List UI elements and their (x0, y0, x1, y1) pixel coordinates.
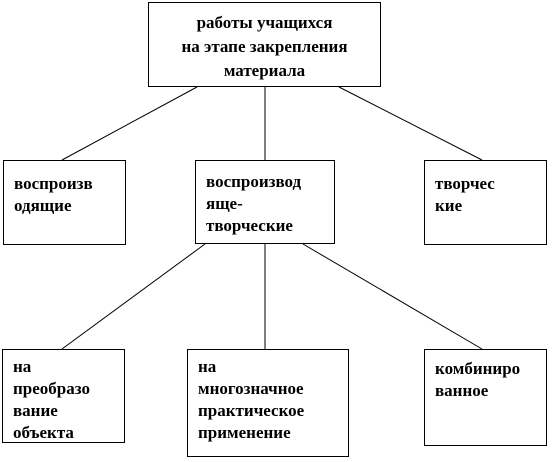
connector-mid-to-transformation (61, 243, 206, 350)
root-node-label: работы учащихся на этапе закрепления мат… (181, 13, 348, 80)
node-reproductive-creative: воспроизвод яще- творческие (195, 160, 335, 244)
root-node: работы учащихся на этапе закрепления мат… (148, 2, 381, 87)
node-practical-application: на многозначное практическое применение (187, 349, 349, 457)
node-reproductive-label: воспроизв одящие (14, 174, 93, 215)
connector-mid-to-combined (302, 243, 483, 350)
node-creative: творчес кие (424, 160, 547, 245)
node-transformation: на преобразо вание объекта (2, 349, 125, 443)
connector-root-to-creative (338, 86, 483, 161)
node-transformation-label: на преобразо вание объекта (13, 357, 90, 442)
node-creative-label: творчес кие (435, 174, 495, 215)
node-practical-application-label: на многозначное практическое применение (198, 357, 305, 442)
node-combined: комбиниро ванное (424, 349, 547, 446)
connector-root-to-reproductive (61, 86, 198, 161)
node-reproductive-creative-label: воспроизвод яще- творческие (206, 172, 302, 235)
node-reproductive: воспроизв одящие (3, 160, 126, 245)
node-combined-label: комбиниро ванное (435, 359, 521, 400)
